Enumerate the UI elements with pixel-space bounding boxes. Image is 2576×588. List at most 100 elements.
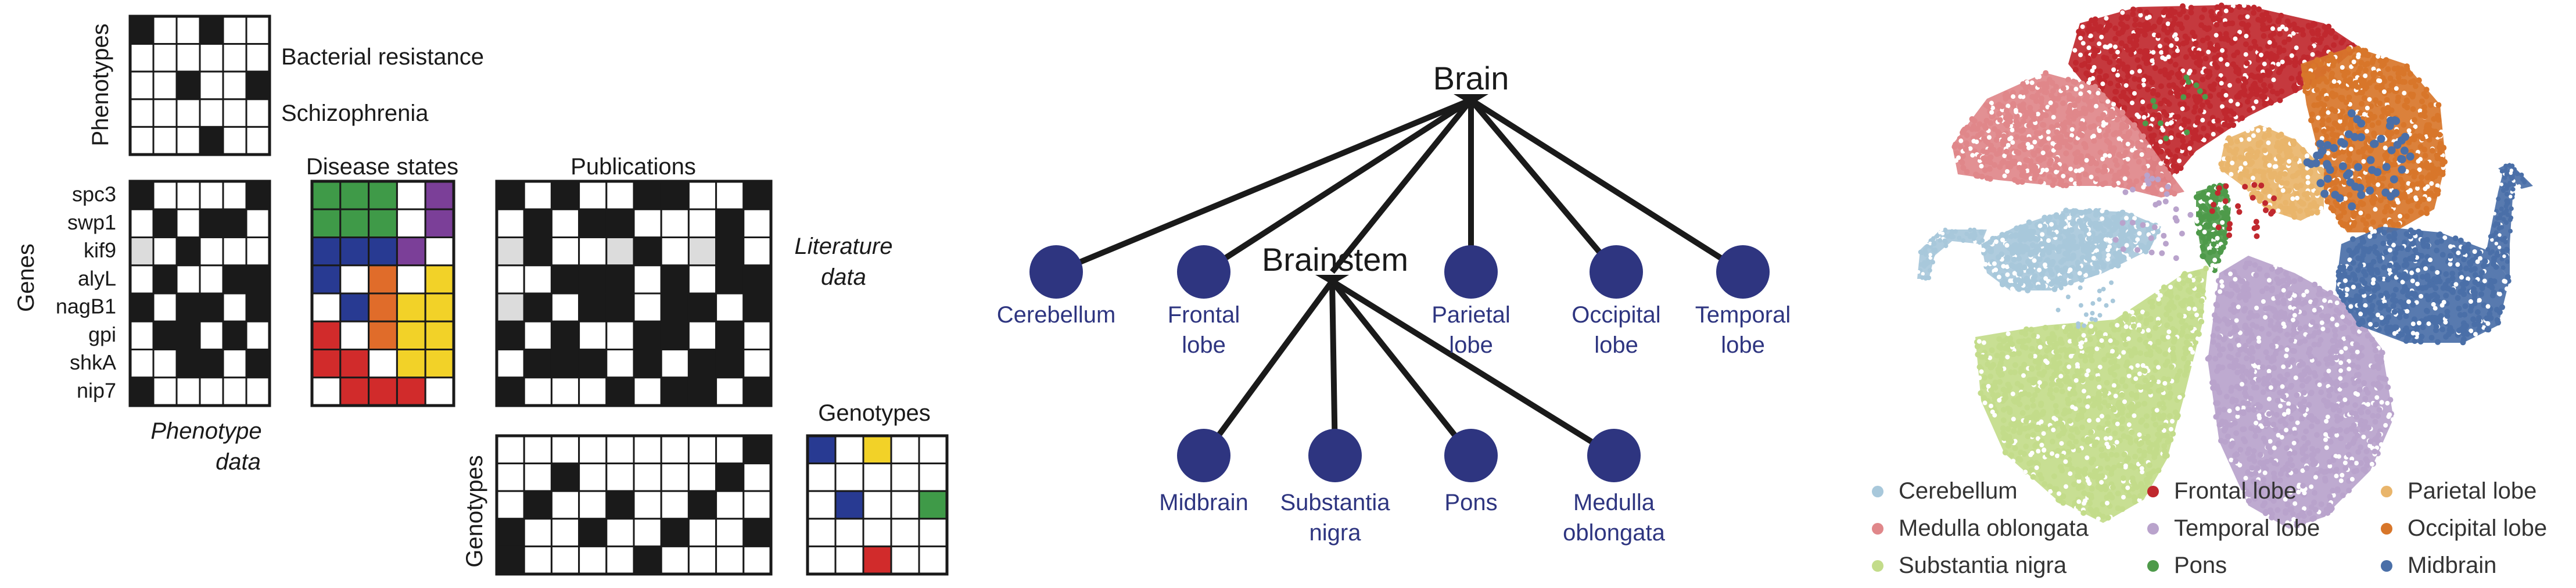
cluster-point (2119, 392, 2125, 398)
cluster-point (2141, 51, 2148, 56)
cluster-point (2090, 402, 2097, 408)
cluster-point (2155, 92, 2161, 98)
cluster-point (1987, 239, 1993, 245)
cluster-point (2172, 173, 2177, 178)
cluster-point (2021, 264, 2028, 271)
cluster-point (2189, 314, 2195, 320)
cluster-point (1953, 229, 1958, 234)
cluster-point (2290, 496, 2297, 502)
cluster-point (2032, 358, 2039, 365)
cluster-point (2231, 309, 2237, 315)
genotypes-matrix-cell (605, 435, 635, 465)
cluster-point (2002, 449, 2008, 456)
cluster-point (2243, 52, 2248, 57)
cluster-point (1996, 110, 2003, 117)
phenotypes-cell (199, 126, 224, 156)
cluster-point (2302, 490, 2307, 496)
cluster-point (2277, 471, 2284, 477)
cluster-point (2273, 350, 2279, 357)
cluster-point (2005, 103, 2011, 109)
cluster-point (2168, 27, 2175, 33)
cluster-point (1996, 150, 2003, 156)
cluster-point (2283, 59, 2290, 66)
cluster-point (2064, 484, 2068, 489)
cluster-point (2310, 52, 2315, 57)
cluster-point (1974, 343, 1981, 350)
cluster-point (2435, 183, 2440, 188)
cluster-point (2011, 94, 2016, 99)
disease-states-cell (311, 320, 342, 350)
cluster-point (2284, 428, 2289, 433)
region-frontal-label: Frontal (1168, 302, 1240, 328)
cluster-point (2417, 167, 2422, 173)
disease-states-cell (311, 349, 342, 379)
cluster-point (2029, 450, 2035, 456)
cluster-point (2141, 400, 2148, 407)
cluster-point (2132, 349, 2138, 356)
cluster-point (1926, 275, 1932, 281)
cluster-point (2192, 94, 2198, 100)
cluster-point (2254, 99, 2259, 104)
cluster-point (2062, 328, 2069, 335)
cluster-point (2058, 223, 2065, 229)
cluster-point (2264, 51, 2270, 57)
cluster-point (2275, 299, 2281, 306)
cluster-point (2082, 389, 2086, 394)
cluster-point (2115, 76, 2121, 82)
cluster-point (2103, 73, 2109, 79)
cluster-point (2289, 521, 2294, 526)
cluster-point (2367, 438, 2374, 444)
phenotypes-cell (222, 43, 247, 73)
cluster-point (2081, 125, 2087, 131)
cluster-point (2139, 458, 2145, 465)
cluster-point (2171, 191, 2177, 197)
cluster-point (1995, 254, 2001, 260)
cluster-point (2115, 326, 2122, 332)
cluster-point (2168, 289, 2174, 295)
cluster-point (2291, 84, 2297, 90)
cluster-point (2101, 123, 2106, 128)
genotypes-small-cell (862, 490, 892, 520)
cluster-point (2327, 349, 2334, 355)
cluster-point (2111, 176, 2118, 182)
cluster-point (2391, 417, 2395, 422)
cluster-point (2007, 335, 2014, 342)
cluster-point (2147, 445, 2153, 451)
cluster-point (2173, 32, 2178, 37)
cluster-point (2336, 407, 2342, 414)
cluster-point (2338, 435, 2344, 442)
cluster-point (2182, 150, 2188, 157)
genotypes-matrix-cell (496, 490, 525, 520)
cluster-point (2170, 82, 2176, 88)
cluster-point (2163, 49, 2169, 55)
cluster-point (2121, 164, 2127, 170)
disease-states-cell (396, 292, 426, 322)
cluster-point (1968, 146, 1973, 151)
cluster-point (2293, 308, 2299, 314)
cluster-point (2301, 389, 2307, 396)
cluster-point (2261, 82, 2267, 88)
cluster-point (1992, 162, 1998, 168)
cluster-point (2200, 117, 2205, 123)
region-occipital-label-2: lobe (1594, 332, 1638, 358)
cluster-point (2018, 94, 2023, 99)
cluster-point (1979, 369, 1984, 374)
cluster-point (2130, 182, 2136, 189)
cluster-point (2290, 347, 2296, 354)
cluster-point (2200, 102, 2205, 109)
cluster-point (2197, 284, 2203, 290)
cluster-point (2276, 440, 2282, 446)
cluster-point (2317, 337, 2324, 343)
cluster-point (1981, 155, 1986, 162)
cluster-point (2269, 266, 2275, 272)
cluster-point (2182, 271, 2188, 277)
cluster-point (2216, 92, 2223, 98)
cluster-point (2230, 440, 2236, 446)
cluster-point (2146, 149, 2152, 156)
cluster-point (2053, 324, 2060, 331)
cluster-point (1940, 231, 1945, 236)
cluster-point (2348, 460, 2355, 466)
cluster-point (2184, 334, 2190, 340)
cluster-point (2374, 382, 2380, 389)
cluster-point (1931, 260, 1935, 265)
